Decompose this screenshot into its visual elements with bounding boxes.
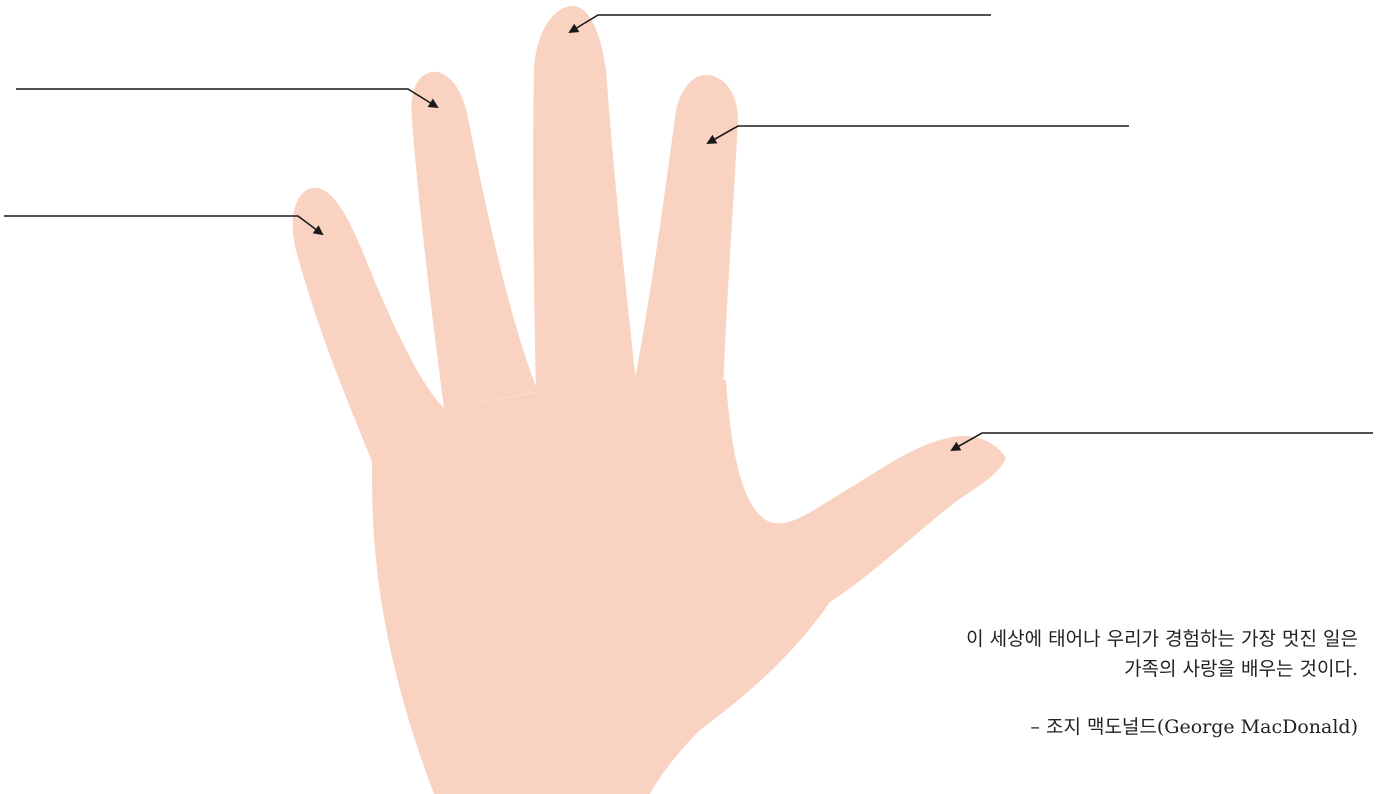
callout-index <box>708 126 1129 143</box>
quote-line-1: 이 세상에 태어나 우리가 경험하는 가장 멋진 일은 <box>838 624 1358 654</box>
quote-line-2: 가족의 사랑을 배우는 것이다. <box>838 654 1358 684</box>
index-finger <box>634 75 738 430</box>
callout-ring <box>16 89 437 107</box>
middle-finger <box>533 6 636 395</box>
ring-finger <box>411 72 538 408</box>
callout-middle <box>570 15 991 32</box>
callout-pinky <box>4 216 322 234</box>
quote-block: 이 세상에 태어나 우리가 경험하는 가장 멋진 일은 가족의 사랑을 배우는 … <box>838 624 1358 742</box>
callout-thumb <box>952 433 1373 450</box>
quote-author: – 조지 맥도널드(George MacDonald) <box>838 712 1358 742</box>
